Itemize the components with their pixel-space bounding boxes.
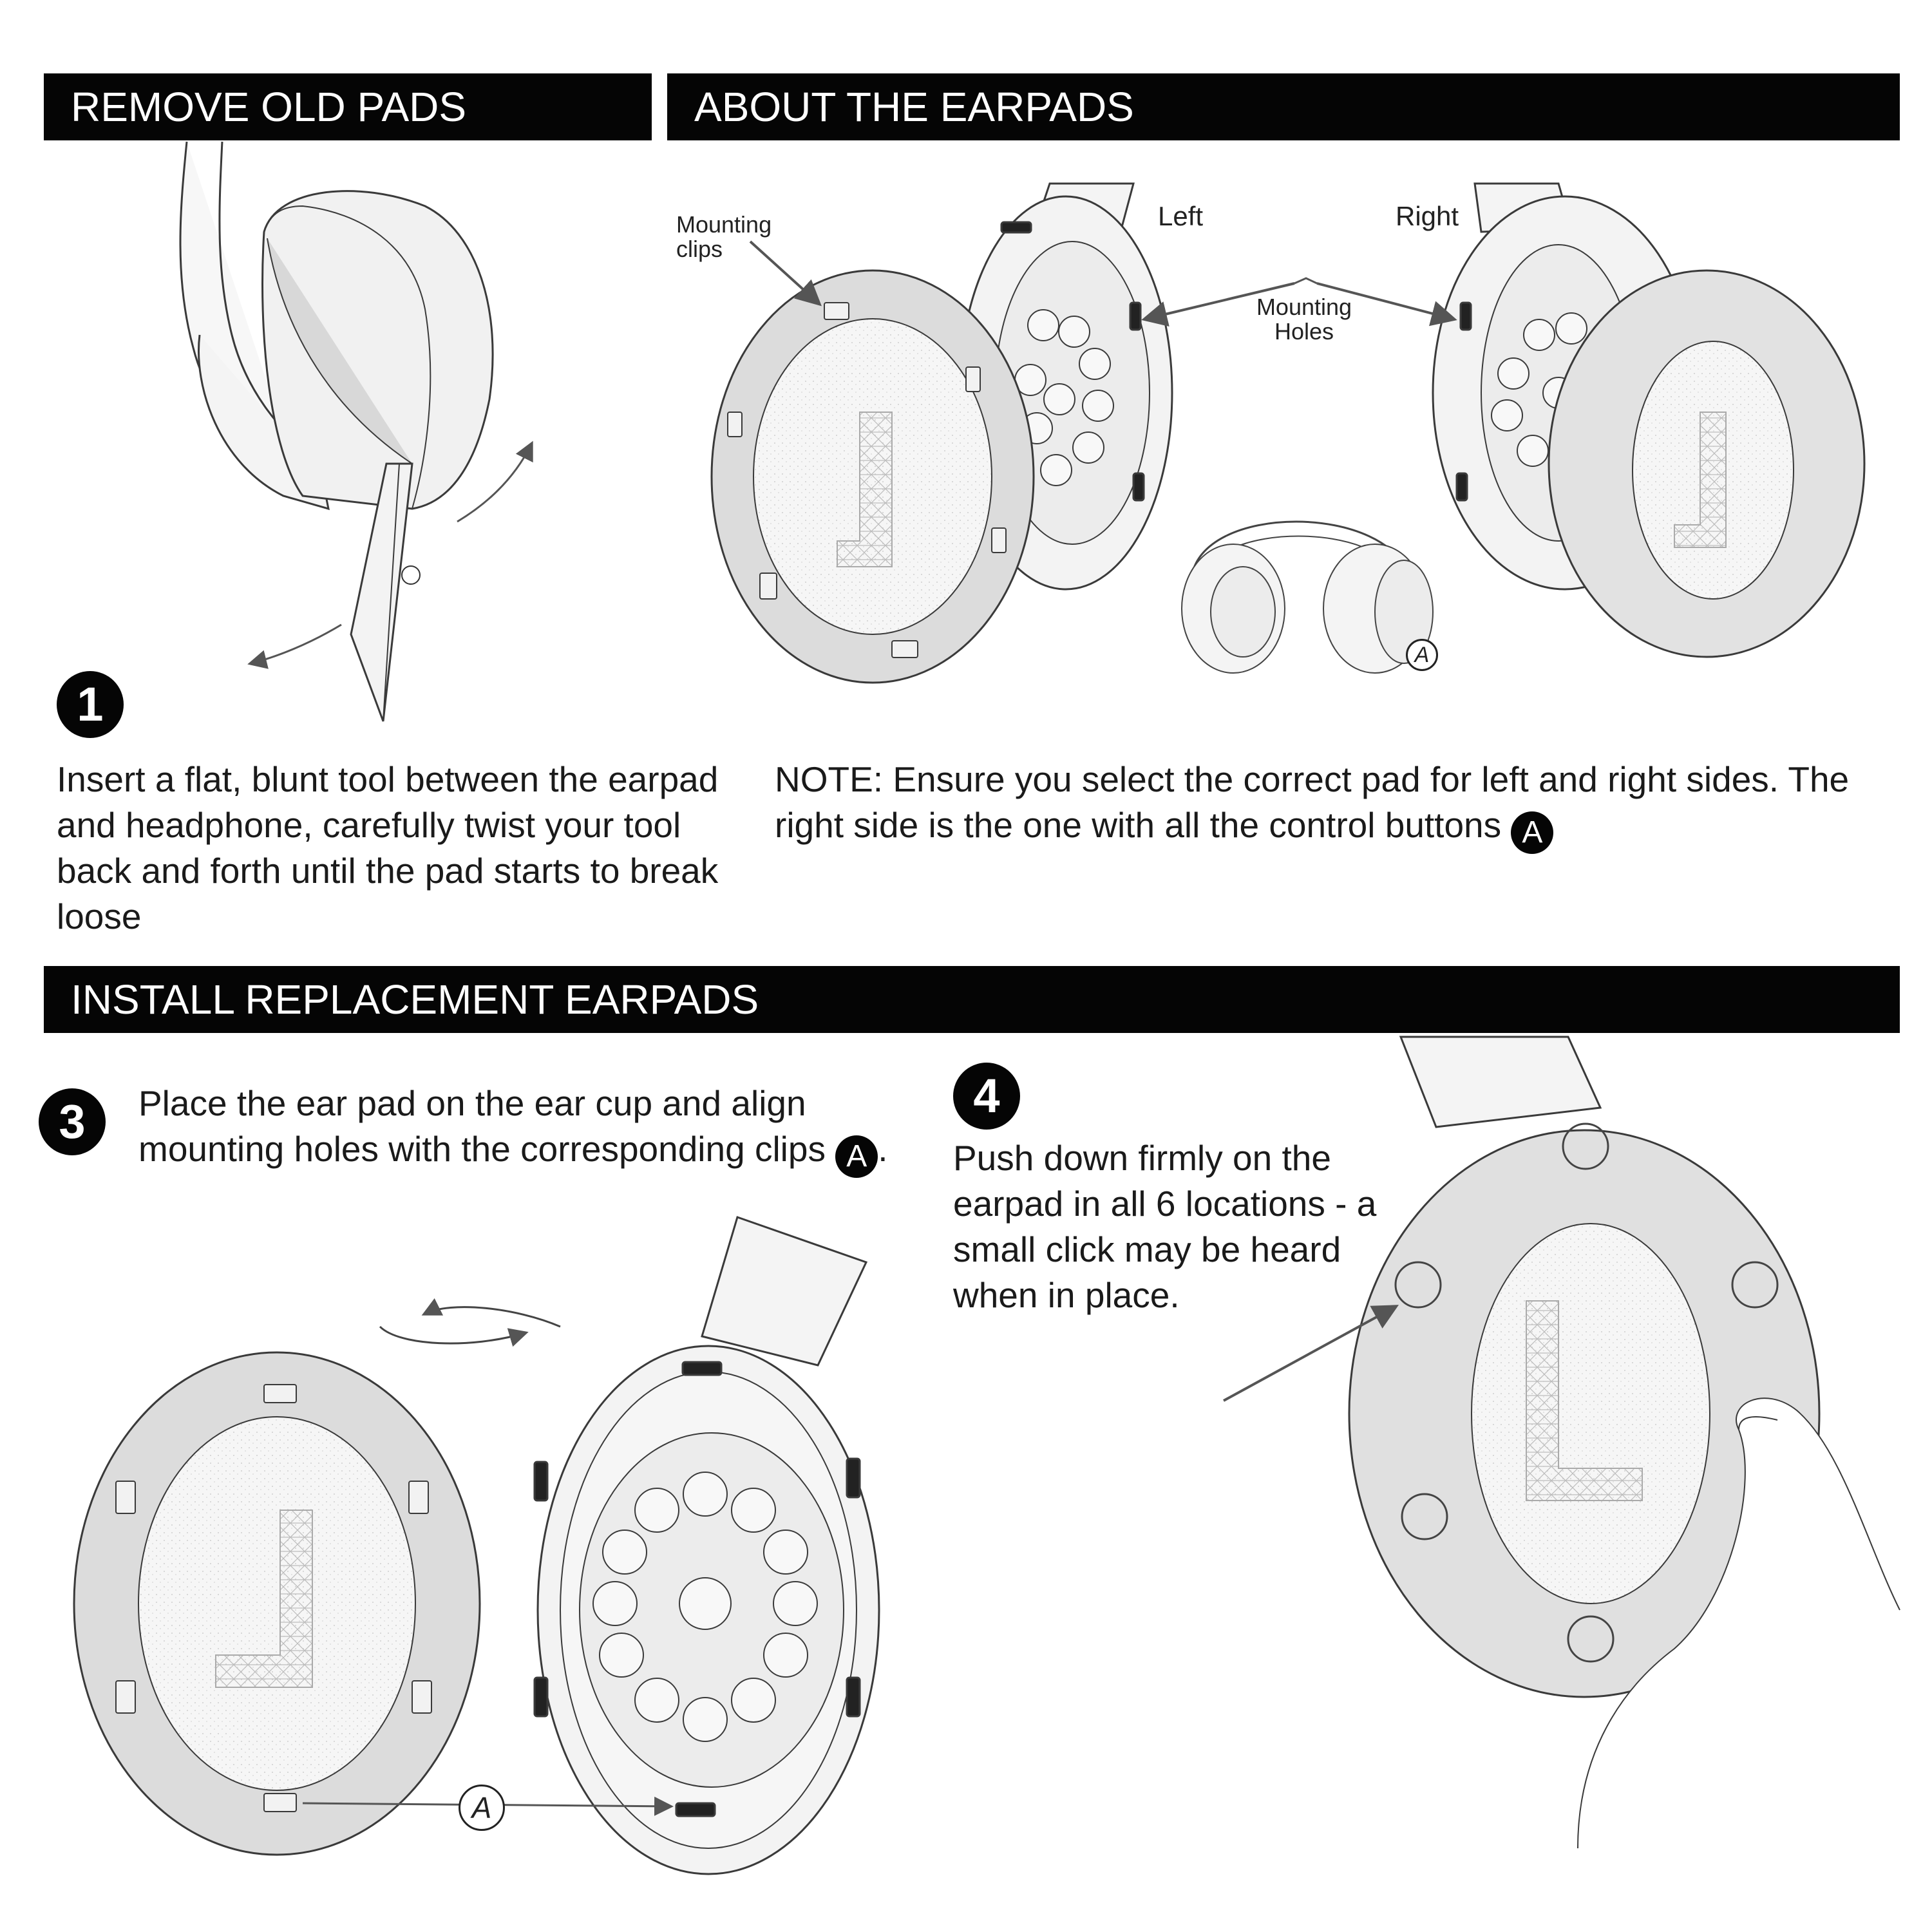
step-4-badge: 4 — [953, 1063, 1020, 1130]
callout-a-icon: A — [835, 1135, 878, 1178]
callout-a-icon: A — [1406, 639, 1438, 671]
pointer-arrow-icon — [1316, 282, 1457, 327]
press-pad-illustration — [1223, 1036, 1900, 1849]
step-1-description: Insert a flat, blunt tool between the ea… — [57, 759, 719, 936]
step-1-text: Insert a flat, blunt tool between the ea… — [57, 757, 726, 940]
headphone-overview-illustration — [1181, 520, 1434, 674]
align-pad-illustration — [73, 1216, 880, 1875]
remove-pad-illustration — [179, 141, 533, 722]
step-4-text: Push down firmly on the earpad in all 6 … — [953, 1135, 1404, 1318]
left-earcup-illustration — [710, 182, 1173, 684]
step-3-badge: 3 — [39, 1088, 106, 1155]
step-3-text: Place the ear pad on the ear cup and ali… — [138, 1081, 905, 1178]
rotate-arrow-icon — [421, 1298, 561, 1328]
section-header-about: ABOUT THE EARPADS — [667, 73, 1900, 140]
left-label: Left — [1158, 201, 1204, 231]
step-3-description: Place the ear pad on the ear cup and ali… — [138, 1083, 826, 1169]
right-label: Right — [1396, 201, 1459, 231]
pointer-arrow-icon — [1141, 282, 1295, 327]
section-header-install: INSTALL REPLACEMENT EARPADS — [44, 966, 1900, 1033]
note-description: NOTE: Ensure you select the correct pad … — [775, 759, 1850, 845]
note-text: NOTE: Ensure you select the correct pad … — [775, 757, 1895, 854]
mounting-holes-label: Mounting Holes — [1256, 294, 1352, 345]
right-earcup-illustration — [1432, 182, 1866, 658]
step-3-suffix: . — [878, 1129, 888, 1169]
callout-a-icon — [401, 565, 421, 585]
section-header-remove: REMOVE OLD PADS — [44, 73, 652, 140]
pointer-arrow-icon — [749, 240, 822, 307]
step-4-description: Push down firmly on the earpad in all 6 … — [953, 1138, 1377, 1315]
callout-a-icon: A — [459, 1785, 505, 1831]
step-1-badge: 1 — [57, 671, 124, 738]
mounting-clips-label: Mounting clips — [676, 211, 772, 262]
callout-a-icon: A — [1511, 811, 1554, 854]
